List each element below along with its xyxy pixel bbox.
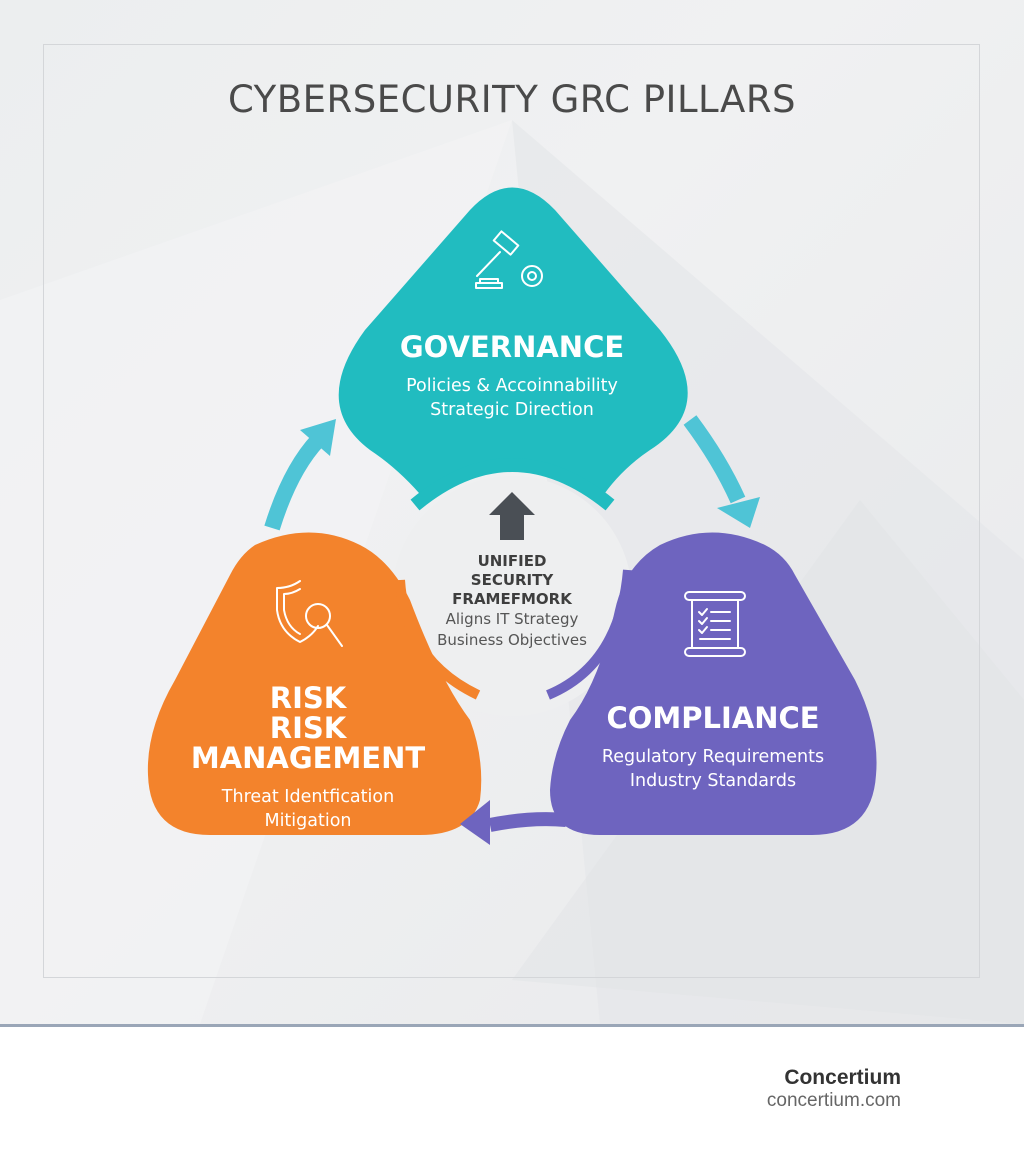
center-line-2: Business Objectives bbox=[437, 631, 587, 649]
risk-title-line-2: RISK MANAGEMENT bbox=[190, 711, 426, 775]
gavel-gear-icon bbox=[475, 230, 543, 289]
risk-description: Threat Identfication Mitigation bbox=[158, 785, 458, 833]
footer-brand: Concertium concertium.com bbox=[767, 1066, 901, 1112]
arrow-governance-to-compliance bbox=[683, 415, 760, 528]
center-title-line-3: FRAMEFMORK bbox=[452, 590, 572, 608]
center-line-1: Aligns IT Strategy bbox=[445, 610, 579, 628]
checklist-scroll-icon bbox=[684, 591, 746, 657]
arrow-risk-to-governance bbox=[264, 419, 336, 531]
risk-title-line-1: RISK bbox=[269, 681, 347, 715]
shield-magnifier-icon bbox=[276, 580, 343, 647]
grc-cycle-diagram bbox=[147, 187, 877, 845]
governance-title: GOVERNANCE bbox=[399, 330, 625, 364]
risk-line-1: Threat Identfication bbox=[221, 787, 395, 807]
compliance-line-1: Regulatory Requirements bbox=[601, 747, 825, 767]
center-title-line-1: UNIFIED bbox=[477, 552, 547, 570]
arrow-compliance-to-risk bbox=[460, 800, 567, 845]
unified-framework-label: UNIFIED SECURITY FRAMEFMORK Aligns IT St… bbox=[412, 552, 612, 651]
content-frame bbox=[43, 44, 980, 978]
brand-url[interactable]: concertium.com bbox=[766, 1090, 901, 1111]
risk-pillar bbox=[147, 532, 482, 835]
compliance-line-2: Industry Standards bbox=[629, 771, 797, 791]
compliance-title: COMPLIANCE bbox=[606, 701, 820, 735]
center-circle bbox=[392, 476, 632, 716]
page-title: CYBERSECURITY GRC PILLARS bbox=[227, 78, 797, 121]
infographic-canvas: CYBERSECURITY GRC PILLARS bbox=[0, 0, 1024, 1024]
compliance-pillar bbox=[550, 532, 877, 835]
governance-line-1: Policies & Accoinnability bbox=[406, 376, 618, 396]
center-title-line-2: SECURITY bbox=[470, 571, 554, 589]
footer-divider bbox=[0, 1024, 1024, 1027]
governance-label: GOVERNANCE Policies & Accoinnability Str… bbox=[362, 332, 662, 422]
risk-label: RISK RISK MANAGEMENT Threat Identficatio… bbox=[158, 683, 458, 833]
risk-line-2: Mitigation bbox=[264, 811, 352, 831]
governance-pillar bbox=[338, 187, 688, 500]
compliance-label: COMPLIANCE Regulatory Requirements Indus… bbox=[563, 703, 863, 793]
governance-description: Policies & Accoinnability Strategic Dire… bbox=[362, 374, 662, 422]
up-arrow-icon bbox=[489, 492, 535, 540]
compliance-description: Regulatory Requirements Industry Standar… bbox=[563, 745, 863, 793]
governance-line-2: Strategic Direction bbox=[430, 400, 594, 420]
brand-name: Concertium bbox=[784, 1066, 901, 1089]
